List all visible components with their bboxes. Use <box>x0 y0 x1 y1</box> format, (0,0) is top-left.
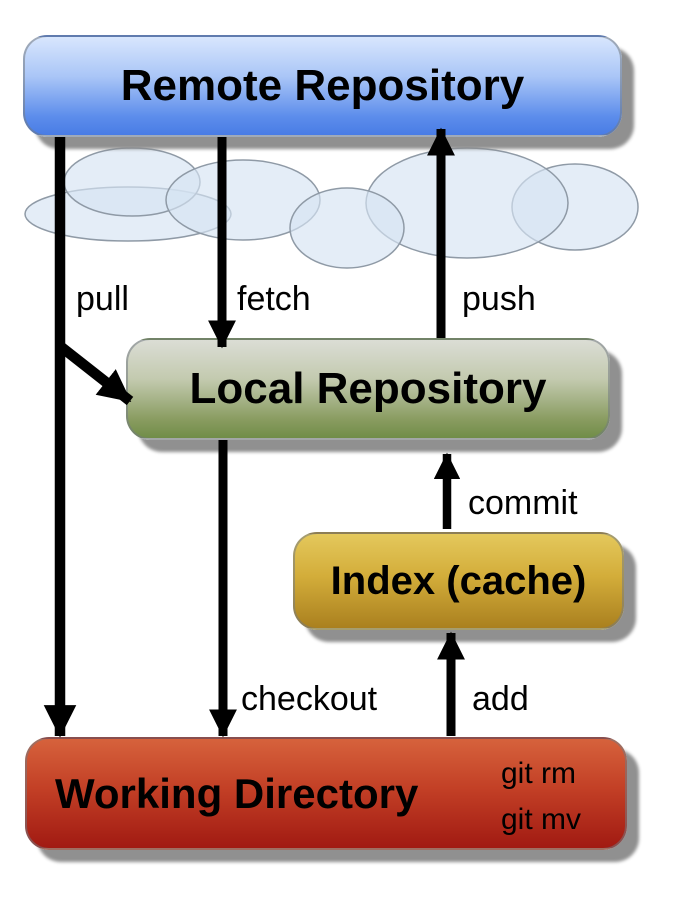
git-rm-label: git rm <box>500 756 576 790</box>
node-label-working: Working Directory <box>55 769 419 817</box>
cloud-ellipse <box>511 163 639 251</box>
edge-label-pull: pull <box>76 280 129 318</box>
node-working-directory: Working Directory git rm git mv <box>25 737 627 850</box>
edge-label-add: add <box>472 680 529 718</box>
node-label-local: Local Repository <box>189 364 547 413</box>
edge-label-checkout: checkout <box>241 680 378 718</box>
node-remote-repository: Remote Repository <box>23 35 622 137</box>
git-mv-label: git mv <box>500 803 581 837</box>
node-index-cache: Index (cache) <box>293 532 624 630</box>
cloud-ellipse <box>289 187 405 269</box>
cloud-ellipse <box>24 186 232 242</box>
git-commands: git rm git mv <box>501 751 581 844</box>
cloud-ellipse <box>365 147 569 259</box>
cloud-ellipse <box>63 147 201 217</box>
edge-label-fetch: fetch <box>237 280 311 318</box>
node-label-remote: Remote Repository <box>120 61 525 110</box>
edge-label-push: push <box>462 280 536 318</box>
edge-label-commit: commit <box>468 484 578 522</box>
node-label-index: Index (cache) <box>330 558 587 603</box>
arrow-pull-branch-line <box>56 341 134 406</box>
node-local-repository: Local Repository <box>126 338 610 440</box>
cloud-ellipse <box>165 159 321 241</box>
